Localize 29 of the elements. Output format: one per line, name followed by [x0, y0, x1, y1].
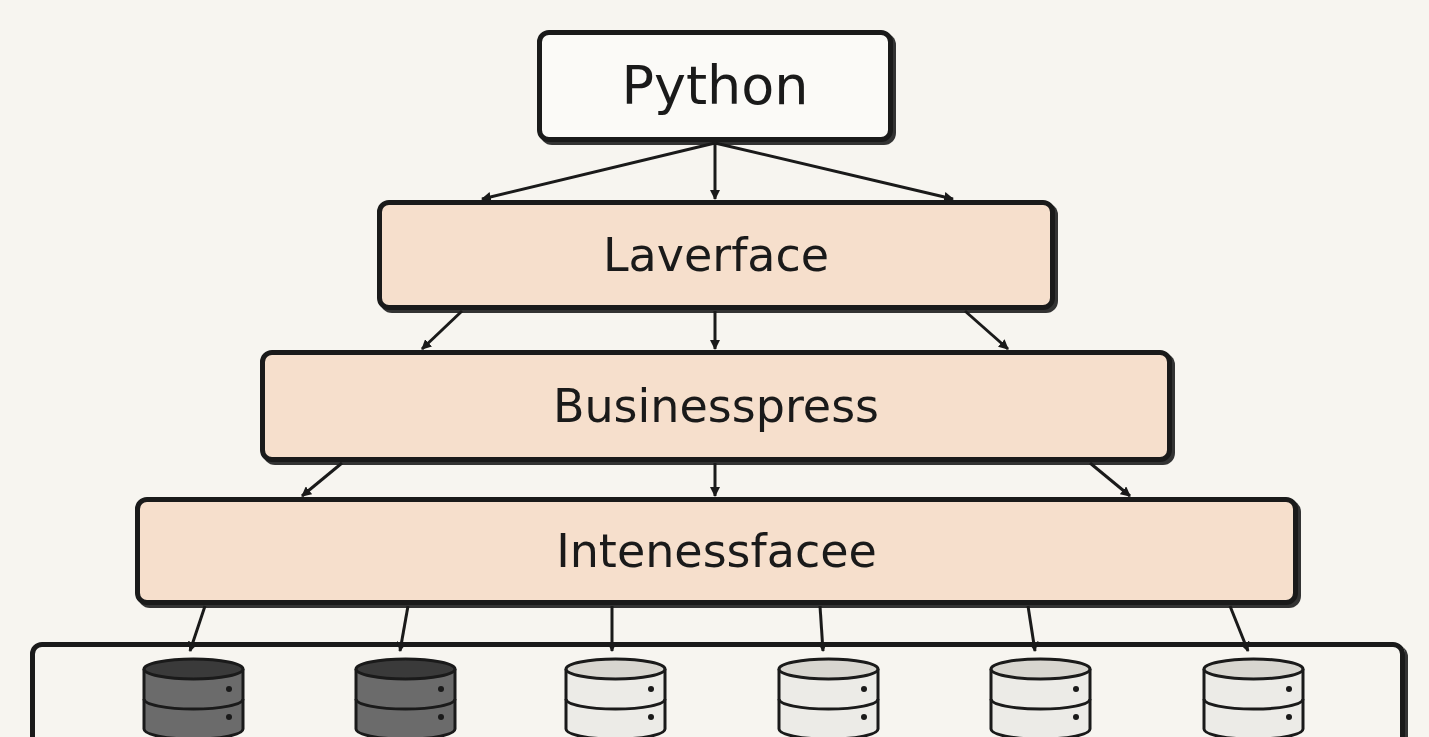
arrow: [188, 605, 207, 652]
arrow: [1026, 605, 1039, 652]
arrow: [301, 461, 343, 498]
arrow: [481, 141, 716, 202]
arrow: [710, 463, 720, 497]
arrow: [607, 606, 617, 652]
layer-label: Python: [621, 59, 809, 113]
arrow: [964, 309, 1009, 351]
layer-box: [260, 350, 1172, 462]
layer-box: [377, 200, 1055, 310]
database-cylinder: [776, 657, 881, 737]
database-cylinder: [141, 657, 246, 737]
base-panel: [30, 642, 1405, 737]
arrow: [817, 605, 828, 652]
arrow: [1089, 461, 1131, 498]
layer-label: Laverface: [602, 232, 830, 278]
arrow: [1228, 605, 1250, 652]
arrow: [420, 309, 464, 351]
database-cylinder: [563, 657, 668, 737]
layer-box: [135, 497, 1298, 605]
database-cylinder: [1201, 657, 1306, 737]
arrow: [710, 311, 720, 350]
database-cylinder: [353, 657, 458, 737]
arrow: [714, 141, 954, 202]
layer-label: Intenessfacee: [556, 528, 877, 574]
arrow: [396, 605, 410, 652]
layer-box: [537, 30, 893, 142]
arrow: [710, 143, 720, 200]
database-cylinder: [988, 657, 1093, 737]
